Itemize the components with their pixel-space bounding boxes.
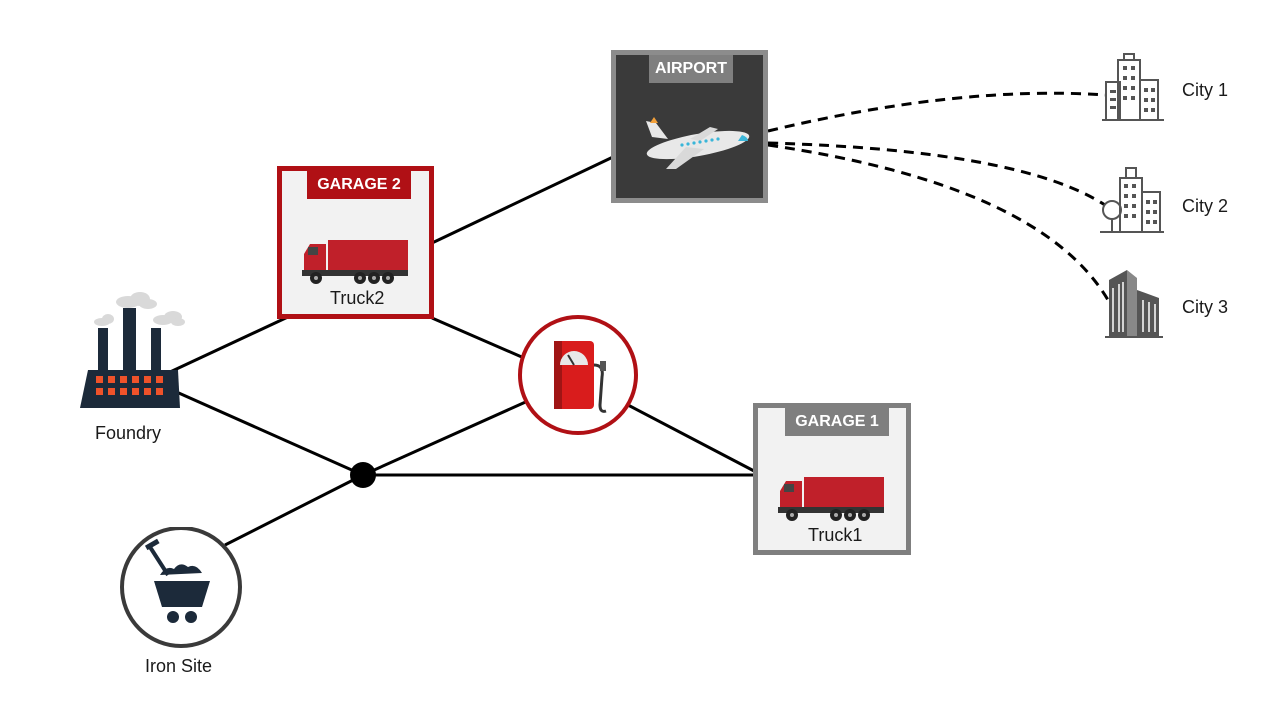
iron-site-label: Iron Site xyxy=(145,656,213,676)
edge-foundry-garage2 xyxy=(169,314,291,374)
edge-ironsite-junction xyxy=(224,473,364,547)
garage1-tag: GARAGE 1 xyxy=(785,408,889,436)
city1-label: City 1 xyxy=(1182,80,1229,100)
foundry-label: Foundry xyxy=(95,423,162,443)
edge-airport-city1 xyxy=(767,91,1106,133)
fuel-pump-icon xyxy=(518,315,638,435)
edge-airport-city2 xyxy=(767,141,1106,207)
airplane-icon xyxy=(646,117,750,169)
factory-icon xyxy=(80,292,185,408)
truck2-label: Truck2 xyxy=(330,288,385,308)
edge-garage2-fuel xyxy=(431,316,525,360)
garage2-box[interactable]: GARAGE 2 Truck2 xyxy=(277,166,434,319)
edge-airport-city3 xyxy=(767,143,1110,301)
truck-icon xyxy=(778,477,884,521)
city-buildings-icon xyxy=(1102,53,1164,121)
edge-fuel-garage1 xyxy=(627,403,757,474)
junction-dot xyxy=(350,462,376,488)
truck-icon xyxy=(302,240,408,284)
airport-box[interactable]: AIRPORT xyxy=(611,50,768,203)
edge-junction-fuel xyxy=(362,398,531,477)
city2-label: City 2 xyxy=(1182,196,1229,216)
skyscraper-icon xyxy=(1105,270,1163,338)
truck1-label: Truck1 xyxy=(808,525,863,545)
mine-cart-icon xyxy=(120,527,242,648)
garage2-tag: GARAGE 2 xyxy=(307,171,411,199)
airport-tag: AIRPORT xyxy=(649,55,733,83)
edge-garage2-airport xyxy=(431,155,614,245)
city3-label: City 3 xyxy=(1182,297,1229,317)
city-buildings-tree-icon xyxy=(1100,167,1164,233)
edge-foundry-junction xyxy=(171,388,364,477)
garage1-box[interactable]: GARAGE 1 Truck1 xyxy=(753,403,911,555)
